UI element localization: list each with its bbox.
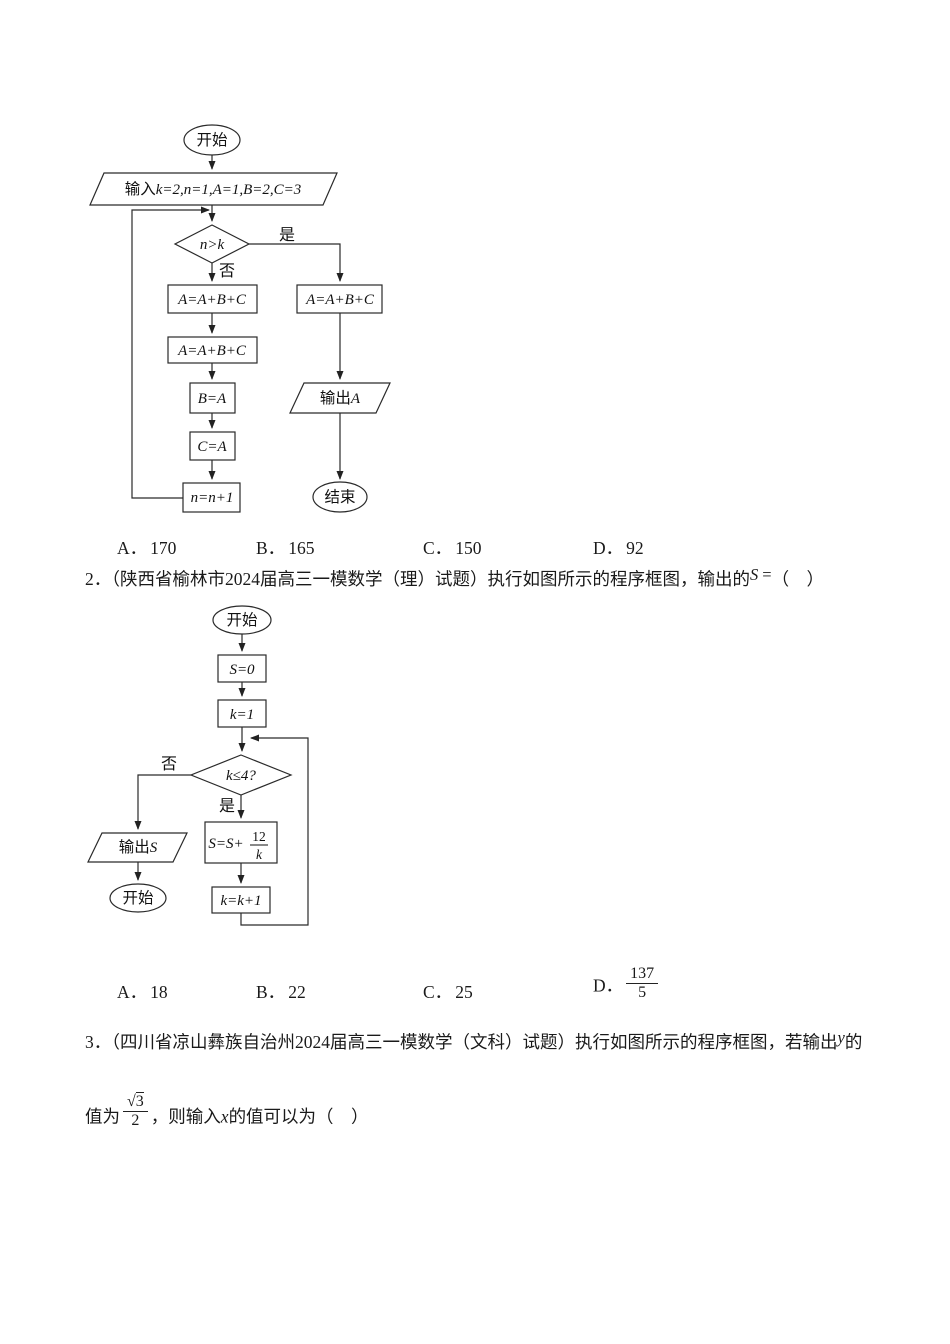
q2-output-parallelogram — [87, 832, 188, 863]
q2-decision-label: k≤4? — [226, 768, 256, 784]
q2-end-oval — [109, 883, 167, 913]
q2-option-a-label: A． — [117, 982, 148, 1002]
q2-option-d-label: D． — [593, 975, 624, 996]
q1-end-label: 结束 — [324, 488, 355, 506]
q1-option-c: C．150 — [423, 535, 481, 560]
q2-option-a-value: 18 — [150, 982, 168, 1002]
q1-yes-connector — [249, 243, 344, 282]
q3-radicand: 3 — [135, 1092, 144, 1110]
q3-fraction-denominator: 2 — [131, 1111, 140, 1129]
q3-stem-line1: 3．（四川省凉山彝族自治州2024届高三一模数学（文科）试题）执行如图所示的程序… — [85, 1028, 863, 1054]
q2-assign-frac-num: 12 — [252, 829, 266, 844]
q2-assign-frac-den: k — [256, 847, 263, 862]
q1-option-a-label: A． — [117, 538, 148, 558]
q3-var-y-glyph: y — [837, 1028, 845, 1047]
q1-box4-label: C=A — [197, 439, 227, 455]
q2-output-var: S — [150, 840, 158, 856]
q1-output-label: 输出A — [320, 389, 361, 407]
q3-var-y: y — [838, 1028, 845, 1047]
q2-loop-connector — [240, 734, 309, 926]
q1-output-word: 输出 — [320, 389, 351, 407]
q2-option-d-denominator: 5 — [638, 983, 647, 1001]
q2-assign-prefix: S=S+ — [208, 836, 243, 852]
q2-box3-label: k=k+1 — [220, 893, 261, 909]
q2-option-b: B．22 — [256, 979, 306, 1004]
q3-number: 3． — [85, 1032, 112, 1052]
q1-decision-label: n>k — [200, 237, 225, 253]
q1-box2-label: A=A+B+C — [177, 343, 247, 359]
q1-yes-label: 是 — [279, 227, 295, 244]
q2-option-d-numerator: 137 — [626, 965, 659, 984]
q3-line2-tail: 的值可以为（ ） — [228, 1106, 369, 1127]
q2-option-b-label: B． — [256, 982, 286, 1002]
q2-option-b-value: 22 — [288, 982, 306, 1002]
q1-option-b: B．165 — [256, 535, 314, 560]
q1-box1-label: A=A+B+C — [177, 292, 247, 308]
q3-fraction-numerator: √3 — [123, 1092, 148, 1112]
q1-start-label: 开始 — [196, 131, 228, 149]
q2-equals: = — [762, 565, 772, 584]
q2-flowchart: 开始 S=0 k=1 k≤4? 否 是 S=S+ 12 k k=k+1 输出S … — [87, 605, 309, 926]
q2-stem: 2．（陕西省榆林市2024届高三一模数学（理）试题）执行如图所示的程序框图，输出… — [85, 565, 825, 591]
q3-stem-text: （四川省凉山彝族自治州2024届高三一模数学（文科）试题）执行如图所示的程序框图… — [111, 1032, 838, 1052]
q1-input-parallelogram — [89, 172, 338, 206]
q1-option-a: A．170 — [117, 535, 176, 560]
q2-output-word: 输出 — [119, 838, 150, 856]
q1-options-row: A．170 B．165 C．150 D．92 — [0, 535, 950, 581]
q2-no-connector — [134, 774, 191, 830]
q1-option-c-label: C． — [423, 538, 453, 558]
q1-end-oval — [312, 481, 368, 513]
q2-option-c: C．25 — [423, 979, 473, 1004]
q2-end-label: 开始 — [122, 889, 154, 907]
q1-input-word: 输入 — [125, 180, 156, 198]
q2-formula: S= — [750, 565, 772, 584]
q1-option-d-label: D． — [593, 538, 624, 558]
q1-input-label: 输入k=2,n=1,A=1,B=2,C=3 — [125, 180, 302, 198]
q2-var-s: S — [750, 565, 759, 584]
q3-line2-mid: ，则输入 — [150, 1106, 221, 1127]
q1-flowchart: 开始 输入k=2,n=1,A=1,B=2,C=3 n>k 是 否 A=A+B+C… — [89, 124, 391, 513]
q2-no-label: 否 — [161, 756, 177, 773]
q2-number: 2． — [85, 569, 112, 589]
q1-box3-label: B=A — [198, 391, 227, 407]
q3-stem-tail: 的 — [844, 1032, 863, 1052]
q1-option-c-value: 150 — [455, 538, 482, 558]
q1-option-b-value: 165 — [288, 538, 315, 558]
q2-option-a: A．18 — [117, 979, 168, 1004]
q1-right-box-label: A=A+B+C — [305, 292, 375, 308]
q2-option-c-value: 25 — [455, 982, 473, 1002]
q1-box5-label: n=n+1 — [191, 490, 234, 506]
q2-paren: （ ） — [771, 569, 825, 589]
q1-input-value: k=2,n=1,A=1,B=2,C=3 — [156, 182, 302, 198]
q3-sqrt-icon: √ — [127, 1093, 136, 1110]
q2-box2-label: k=1 — [230, 707, 254, 723]
q1-option-d: D．92 — [593, 535, 644, 560]
q2-box1-label: S=0 — [229, 662, 255, 678]
q1-output-parallelogram — [289, 382, 391, 414]
q1-no-label: 否 — [219, 263, 235, 280]
q2-option-c-label: C． — [423, 982, 453, 1002]
q1-option-d-value: 92 — [626, 538, 644, 558]
q1-loop-connector — [131, 206, 210, 499]
q1-output-var: A — [350, 391, 361, 407]
q2-output-label: 输出S — [119, 838, 158, 856]
q1-option-a-value: 170 — [150, 538, 177, 558]
q1-option-b-label: B． — [256, 538, 286, 558]
q2-start-label: 开始 — [226, 611, 258, 629]
q3-var-x: x — [220, 1106, 229, 1127]
q3-line2-head: 值为 — [85, 1106, 120, 1127]
q2-yes-label: 是 — [219, 798, 235, 815]
q2-stem-text: （陕西省榆林市2024届高三一模数学（理）试题）执行如图所示的程序框图，输出的 — [111, 569, 750, 589]
q1-box5 — [182, 482, 241, 513]
